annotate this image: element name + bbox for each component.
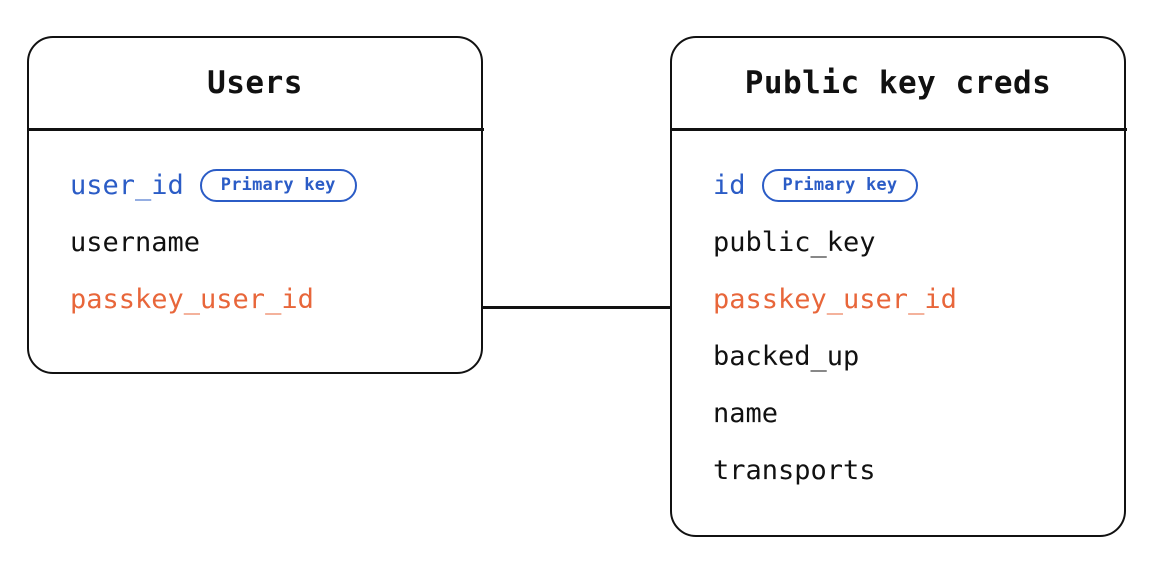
field-row-user-id[interactable]: user_id Primary key — [70, 157, 461, 214]
entity-public-key-creds-field-list: id Primary key public_key passkey_user_i… — [672, 128, 1124, 499]
entity-public-key-creds-title: Public key creds — [744, 64, 1052, 101]
entity-public-key-creds-header-divider — [669, 128, 1127, 131]
primary-key-badge: Primary key — [199, 169, 357, 202]
entity-users-header: Users — [26, 38, 484, 131]
field-row-id[interactable]: id Primary key — [713, 157, 1104, 214]
entity-public-key-creds-header: Public key creds — [669, 38, 1127, 131]
entity-public-key-creds[interactable]: Public key creds id Primary key public_k… — [669, 36, 1127, 537]
field-name-public-key: public_key — [713, 227, 876, 258]
entity-users-title: Users — [207, 64, 303, 101]
field-name-passkey-user-id: passkey_user_id — [713, 284, 957, 315]
entity-users[interactable]: Users user_id Primary key username passk… — [26, 36, 484, 374]
field-name-name: name — [713, 398, 779, 429]
field-name-id: id — [713, 170, 746, 201]
field-row-public-key[interactable]: public_key — [713, 214, 1104, 271]
relationship-connector-users-to-public-key-creds — [481, 306, 672, 309]
field-name-passkey-user-id: passkey_user_id — [70, 284, 314, 315]
field-name-username: username — [70, 227, 201, 258]
field-row-name[interactable]: name — [713, 385, 1104, 442]
field-name-user-id: user_id — [70, 170, 184, 201]
entity-users-header-divider — [26, 128, 484, 131]
field-row-username[interactable]: username — [70, 214, 461, 271]
field-row-transports[interactable]: transports — [713, 442, 1104, 499]
field-name-transports: transports — [713, 455, 876, 486]
field-row-passkey-user-id[interactable]: passkey_user_id — [70, 271, 461, 328]
primary-key-badge: Primary key — [761, 169, 919, 202]
field-row-passkey-user-id[interactable]: passkey_user_id — [713, 271, 1104, 328]
entity-users-field-list: user_id Primary key username passkey_use… — [29, 128, 481, 328]
field-name-backed-up: backed_up — [713, 341, 860, 372]
field-row-backed-up[interactable]: backed_up — [713, 328, 1104, 385]
